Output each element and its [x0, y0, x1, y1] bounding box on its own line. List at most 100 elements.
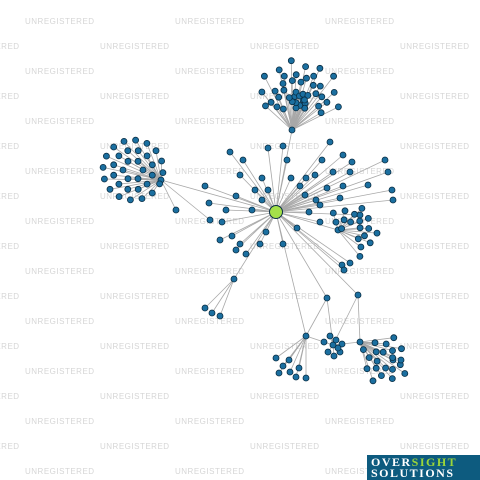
graph-node: [303, 74, 310, 82]
graph-edge: [275, 211, 328, 299]
graph-node: [302, 63, 310, 70]
graph-edge: [337, 229, 362, 248]
graph-node: [296, 182, 304, 190]
graph-node: [338, 225, 346, 233]
graph-node: [326, 332, 334, 340]
graph-node: [110, 143, 118, 151]
graph-node: [315, 102, 323, 110]
graph-node: [389, 365, 396, 373]
graph-node: [310, 72, 318, 80]
graph-node: [208, 309, 216, 317]
graph-node: [148, 171, 156, 179]
graph-node: [264, 144, 272, 152]
graph-node: [348, 158, 356, 166]
graph-node: [267, 98, 275, 106]
graph-edge: [275, 204, 321, 213]
graph-node: [279, 142, 287, 150]
graph-node: [148, 161, 156, 169]
graph-node: [156, 180, 164, 188]
graph-node: [301, 191, 309, 199]
graph-edge: [291, 92, 335, 131]
logo-text-sight: SIGHT: [411, 455, 458, 469]
graph-node: [222, 206, 230, 214]
graph-edge: [160, 179, 277, 213]
graph-node: [287, 57, 295, 65]
graph-node: [124, 157, 132, 165]
graph-node: [293, 224, 301, 232]
graph-node: [339, 151, 347, 159]
graph-node: [347, 218, 355, 226]
graph-edge: [275, 187, 328, 213]
graph-node: [330, 352, 338, 360]
graph-node: [372, 364, 380, 372]
graph-node: [341, 207, 349, 215]
graph-node: [143, 139, 151, 147]
graph-node: [110, 161, 118, 169]
graph-node: [382, 364, 390, 372]
graph-node: [260, 72, 268, 80]
graph-node: [329, 209, 337, 217]
graph-node: [373, 357, 381, 365]
graph-node: [318, 156, 326, 164]
graph-node: [232, 192, 240, 200]
graph-edge: [298, 335, 307, 369]
graph-node: [172, 206, 180, 214]
graph-node: [346, 259, 354, 267]
graph-edge: [245, 211, 277, 255]
graph-node: [295, 364, 303, 372]
graph-edge: [332, 294, 359, 346]
graph-node: [275, 369, 283, 377]
graph-node: [292, 373, 300, 381]
graph-node: [365, 354, 373, 362]
graph-edge: [211, 278, 235, 314]
graph-node: [356, 211, 364, 219]
graph-node: [258, 88, 266, 96]
graph-node: [218, 218, 226, 226]
graph-node: [226, 148, 234, 156]
graph-node: [132, 136, 140, 144]
nodes-layer: [99, 57, 409, 385]
graph-node: [346, 168, 354, 176]
graph-edge: [275, 159, 288, 213]
graph-node: [288, 126, 296, 134]
graph-node: [301, 96, 308, 104]
graph-node: [323, 294, 331, 302]
graph-node: [373, 229, 381, 237]
graph-edge: [291, 75, 334, 131]
graph-edge: [359, 341, 368, 369]
oversight-solutions-logo: OVERSIGHT SOLUTIONS: [367, 455, 480, 480]
graph-node: [275, 66, 283, 74]
graph-node: [258, 196, 266, 204]
graph-node: [356, 217, 364, 225]
graph-node: [285, 94, 293, 101]
graph-node: [334, 344, 342, 352]
graph-node: [206, 216, 214, 224]
graph-node: [361, 232, 368, 240]
graph-node: [230, 275, 238, 283]
graph-edge: [357, 294, 361, 343]
graph-node: [316, 64, 324, 72]
graph-edge: [275, 161, 353, 213]
graph-node: [134, 147, 142, 155]
graph-node: [326, 138, 334, 146]
graph-node: [312, 196, 320, 204]
graph-node: [320, 338, 328, 346]
graph-node: [332, 218, 340, 226]
graph-node: [330, 72, 338, 80]
graph-edge: [231, 211, 277, 237]
graph-node: [273, 103, 281, 111]
graph-edge: [359, 341, 402, 350]
graph-edge: [359, 341, 393, 370]
graph-edge: [291, 96, 323, 131]
graph-node: [339, 182, 347, 190]
graph-edge: [359, 341, 406, 374]
graph-node: [248, 206, 256, 214]
graph-edge: [265, 105, 293, 131]
graph-node: [103, 152, 110, 160]
graph-edge: [275, 211, 345, 271]
graph-node: [382, 340, 390, 348]
graph-edge: [291, 106, 339, 131]
graph-edge: [104, 178, 162, 181]
graph-edge: [275, 174, 316, 213]
